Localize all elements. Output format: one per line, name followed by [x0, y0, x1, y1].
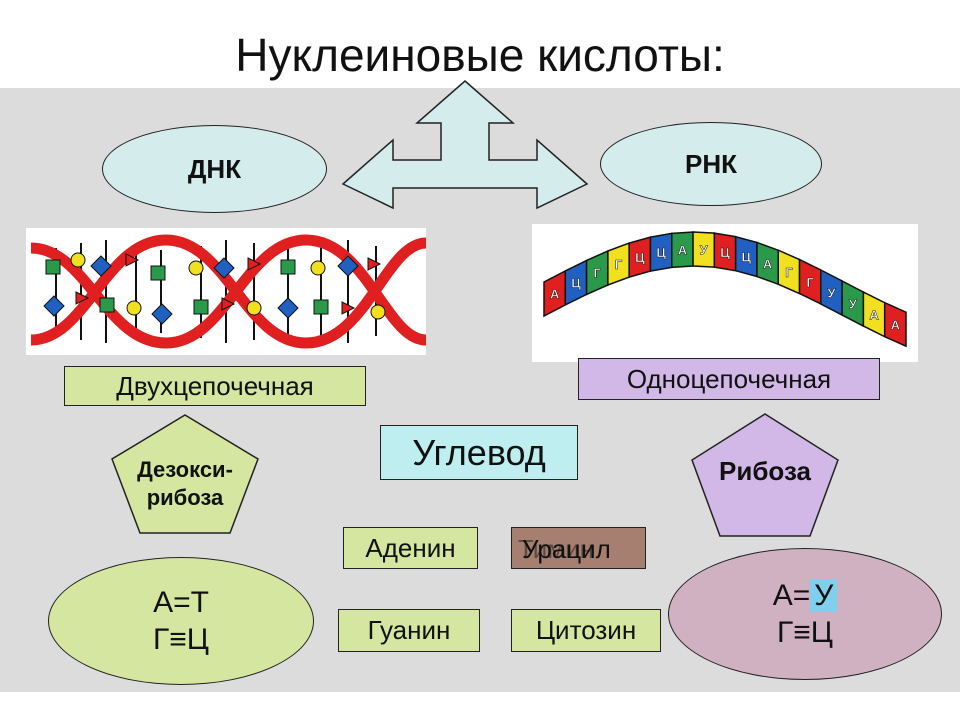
- uracil-box: Тимин Урацил: [511, 527, 646, 569]
- dna-pair-at: А=Т: [153, 585, 209, 619]
- rna-segment-letter: У: [700, 243, 709, 258]
- guanine-box: Гуанин: [338, 609, 480, 652]
- rna-pairing-oval: А=У Г≡Ц: [668, 548, 942, 680]
- rna-strand-label: Одноцепочечная: [578, 358, 880, 400]
- rna-segment-letter: У: [827, 285, 836, 300]
- adenine-text: Аденин: [365, 532, 456, 563]
- rna-segment-letter: Ц: [720, 245, 730, 260]
- rna-segment-letter: Г: [785, 265, 793, 280]
- carbohydrate-box: Углевод: [380, 425, 578, 480]
- ribose-pentagon: Рибоза: [690, 412, 840, 538]
- rna-pair-prefix: А=: [772, 578, 811, 612]
- carbohydrate-text: Углевод: [412, 431, 546, 473]
- deoxyribose-pentagon: Дезокси- рибоза: [110, 413, 260, 535]
- dna-label: ДНК: [187, 153, 242, 184]
- ribose-text: Рибоза: [719, 456, 811, 486]
- rna-oval: РНК: [600, 122, 822, 206]
- adenine-box: Аденин: [343, 527, 478, 569]
- sugar-line2: рибоза: [146, 485, 224, 510]
- rna-label: РНК: [685, 148, 737, 179]
- cytosine-text: Цитозин: [535, 615, 637, 645]
- rna-pair-au: А=У: [773, 577, 838, 615]
- rna-segment-letter: А: [763, 256, 773, 271]
- dna-strand-label: Двухцепочечная: [64, 366, 366, 406]
- rna-segment-letter: Г: [594, 266, 602, 281]
- rna-strand-text: Одноцепочечная: [626, 363, 832, 394]
- cytosine-box: Цитозин: [511, 609, 661, 652]
- uracil-highlight: У: [810, 578, 838, 612]
- dna-pairing-oval: А=Т Г≡Ц: [48, 557, 314, 685]
- rna-segment-letter: У: [849, 297, 858, 312]
- rna-segment-letter: А: [869, 307, 879, 322]
- rna-segment-letter: Ц: [656, 245, 666, 260]
- dna-oval: ДНК: [102, 125, 327, 213]
- rna-segment-letter: А: [678, 243, 688, 258]
- rna-segment-letter: А: [891, 317, 901, 332]
- rna-segment-letter: Ц: [571, 276, 581, 291]
- rna-segment-letter: Г: [615, 257, 623, 272]
- uracil-text: Урацил: [522, 534, 611, 564]
- sugar-line1: Дезокси-: [137, 457, 233, 482]
- dna-strand-text: Двухцепочечная: [116, 370, 314, 401]
- rna-segment: [883, 301, 907, 348]
- thymine-overlap-text: Тимин: [518, 534, 595, 564]
- rna-segment-letter: А: [550, 286, 560, 301]
- rna-segment-letter: Ц: [635, 250, 645, 265]
- rna-segment-letter: Ц: [742, 250, 752, 265]
- rna-segment-letter: Г: [806, 275, 814, 290]
- three-way-arrow-icon: [341, 80, 589, 210]
- rna-pair-gc: Г≡Ц: [777, 616, 833, 649]
- guanine-text: Гуанин: [367, 615, 451, 645]
- dna-helix-image: [26, 228, 426, 355]
- dna-pair-gc: Г≡Ц: [153, 623, 209, 656]
- page-title: Нуклеиновые кислоты:: [235, 29, 725, 81]
